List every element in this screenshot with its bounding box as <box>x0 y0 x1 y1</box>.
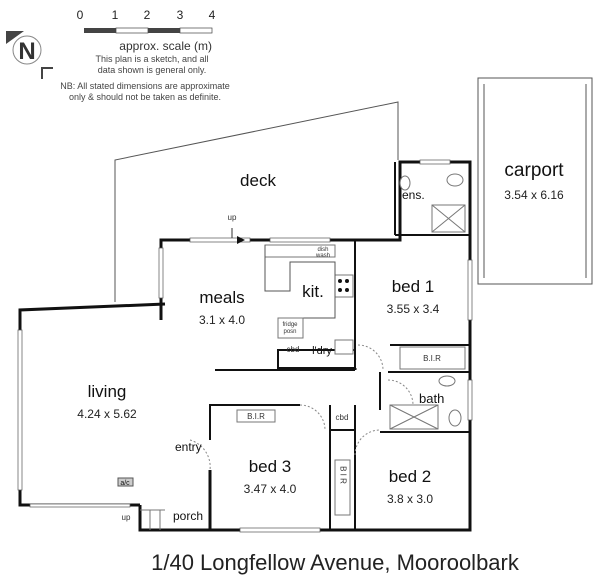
bir-label: B I R <box>339 466 348 484</box>
scale-bar: 0 1 2 3 4 approx. scale (m) This plan is… <box>60 8 230 102</box>
property-address: 1/40 Longfellow Avenue, Mooroolbark <box>151 550 520 575</box>
room-dims-bed3: 3.47 x 4.0 <box>244 482 297 496</box>
compass-letter: N <box>18 38 35 65</box>
scale-tick: 2 <box>144 8 151 22</box>
living-wall <box>18 302 166 507</box>
cupboard-label: cbd <box>287 345 300 354</box>
room-label-ens: ens. <box>402 188 425 202</box>
room-label-living: living <box>88 382 127 401</box>
cooktop-icon <box>334 274 354 298</box>
laundry-tub <box>334 339 354 355</box>
room-label-bed2: bed 2 <box>389 467 432 486</box>
scale-label: approx. scale (m) <box>119 39 212 53</box>
bir-label: B.I.R <box>247 412 265 421</box>
up-label: up <box>228 213 237 222</box>
note-text: This plan is a sketch, and all <box>95 54 208 64</box>
scale-tick: 4 <box>209 8 216 22</box>
room-label-bath: bath <box>419 391 444 406</box>
porch-wall <box>138 505 210 532</box>
note-text: only & should not be taken as definite. <box>69 92 221 102</box>
room-dims-bed2: 3.8 x 3.0 <box>387 492 433 506</box>
room-label-porch: porch <box>173 509 203 523</box>
deck-outline <box>114 101 399 302</box>
scale-tick: 0 <box>77 8 84 22</box>
north-compass-icon: N <box>6 31 53 79</box>
ac-label: a/c <box>120 480 130 487</box>
scale-tick: 3 <box>177 8 184 22</box>
room-label-deck: deck <box>240 171 276 190</box>
dishwasher-label: wash <box>315 253 330 259</box>
fridge-label: posn <box>283 329 296 335</box>
room-label-bed3: bed 3 <box>249 457 292 476</box>
bir-label: B.I.R <box>423 354 441 363</box>
dishwasher-label: dish <box>317 247 328 253</box>
laundry-label: l'dry <box>312 345 332 357</box>
room-dims-meals: 3.1 x 4.0 <box>199 313 245 327</box>
room-label-meals: meals <box>199 288 244 307</box>
room-label-bed1: bed 1 <box>392 277 435 296</box>
scale-tick: 1 <box>112 8 119 22</box>
room-dims-bed1: 3.55 x 3.4 <box>387 302 440 316</box>
carport-outline <box>477 77 593 285</box>
cupboard-label: cbd <box>336 413 349 422</box>
up-label: up <box>122 513 131 522</box>
room-label-kit: kit. <box>302 282 324 301</box>
room-label-entry: entry <box>175 440 202 454</box>
note-text: NB: All stated dimensions are approximat… <box>60 81 230 91</box>
note-text: data shown is general only. <box>98 65 206 75</box>
laundry-wall <box>277 240 356 369</box>
fridge-label: fridge <box>282 322 298 328</box>
room-dims-carport: 3.54 x 6.16 <box>504 188 564 202</box>
room-label-carport: carport <box>504 160 564 181</box>
room-dims-living: 4.24 x 5.62 <box>77 407 137 421</box>
